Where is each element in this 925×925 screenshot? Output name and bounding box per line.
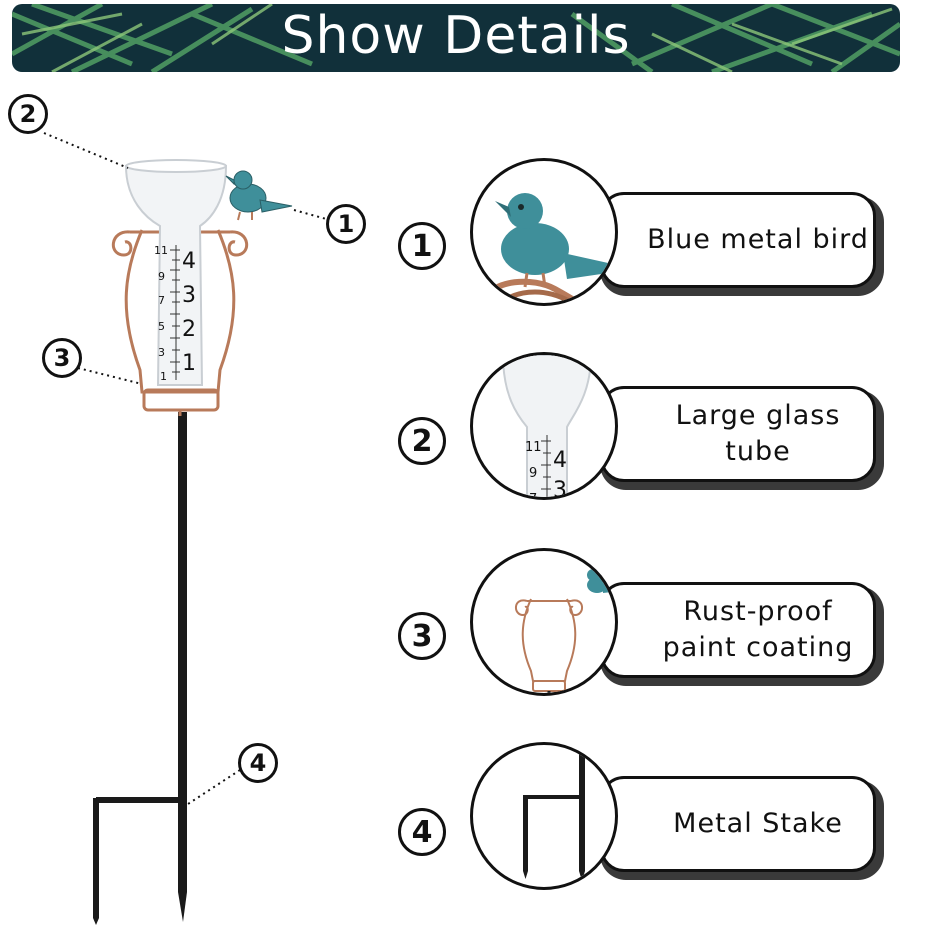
feature-label: Rust-proof paint coating <box>600 582 876 678</box>
feature-image-circle <box>470 742 618 890</box>
feature-label: Large glass tube <box>600 386 876 482</box>
detail-right-tick: 3 <box>553 478 567 500</box>
feature-card-stake: Metal Stake <box>470 742 910 890</box>
feature-number-1: 1 <box>398 222 446 270</box>
feature-image-circle <box>470 548 618 696</box>
callout-2: 2 <box>8 94 48 134</box>
bird-icon <box>225 170 293 221</box>
feature-number-2: 2 <box>398 417 446 465</box>
scale-right-tick: 4 <box>182 249 196 274</box>
callout-1: 1 <box>326 204 366 244</box>
bird-icon <box>480 193 615 303</box>
scale-left-tick: 11 <box>154 244 168 257</box>
scale-left-tick: 5 <box>158 320 165 333</box>
feature-card-coating: Rust-proof paint coating <box>470 548 910 696</box>
feature-card-bird: Blue metal bird <box>470 158 910 306</box>
copper-frame-icon <box>515 569 615 693</box>
feature-label-line: paint coating <box>662 632 854 663</box>
feature-label: Metal Stake <box>600 776 876 872</box>
glass-tube-icon: 11 9 7 4 3 <box>501 355 593 500</box>
feature-label-line: Rust-proof <box>683 595 833 627</box>
scale-left-tick: 3 <box>158 346 165 359</box>
detail-left-tick: 7 <box>529 492 537 500</box>
title-banner: Show Details <box>12 4 900 72</box>
banner-title: Show Details <box>281 6 631 66</box>
feature-number-4: 4 <box>398 808 446 856</box>
scale-left-tick: 9 <box>158 270 165 283</box>
scale-right-tick: 1 <box>182 351 196 376</box>
feature-card-glass: Large glass tube 11 9 7 4 3 <box>470 352 910 500</box>
detail-left-tick: 9 <box>529 466 537 481</box>
scale-left-tick: 7 <box>158 294 165 307</box>
callout-3: 3 <box>42 338 82 378</box>
feature-label: Blue metal bird <box>600 192 876 288</box>
metal-stake-icon <box>523 745 585 881</box>
scale-right-tick: 3 <box>182 283 196 308</box>
palm-leaves-background <box>12 4 900 72</box>
metal-stake <box>93 412 187 925</box>
feature-number-3: 3 <box>398 612 446 660</box>
rain-gauge-illustration: 11 9 7 5 3 1 4 3 2 1 <box>43 132 331 925</box>
feature-image-circle: 11 9 7 4 3 <box>470 352 618 500</box>
detail-left-tick: 11 <box>525 440 542 455</box>
scale-right-tick: 2 <box>182 317 196 342</box>
detail-right-tick: 4 <box>553 448 567 473</box>
feature-image-circle <box>470 158 618 306</box>
scale-left-tick: 1 <box>160 370 167 383</box>
callout-4: 4 <box>238 743 278 783</box>
